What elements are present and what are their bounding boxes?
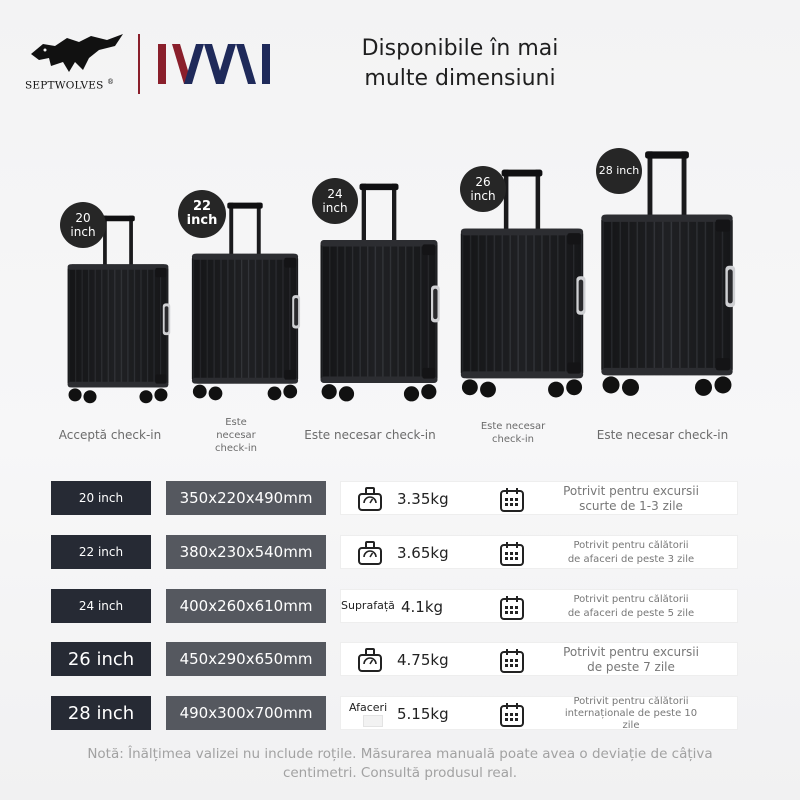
row-size-26: 26 inch	[51, 642, 151, 676]
caption-22: Este necesar check-in	[196, 416, 276, 455]
footnote-line-1: Notă: Înălțimea valizei nu include roțil…	[87, 746, 713, 762]
imw-logo-icon	[158, 44, 270, 84]
calendar-icon	[500, 542, 524, 566]
overlay-label-24: Suprafață	[341, 599, 395, 612]
usage-28-line-3: zile	[622, 720, 640, 731]
title-line-1: Disponibile în mai	[361, 36, 559, 61]
caption-26-line-1: Este necesar	[480, 421, 546, 432]
caption-24: Este necesar check-in	[304, 428, 436, 442]
footnote: Notă: Înălțimea valizei nu include roțil…	[30, 745, 770, 783]
usage-28-line-1: Potrivit pentru călătorii	[573, 696, 689, 707]
usage-20-line-1: Potrivit pentru excursii	[563, 484, 699, 498]
title-line-2: multe dimensiuni	[364, 66, 556, 91]
scale-icon	[358, 648, 382, 672]
row-dimensions-26: 450x290x650mm	[166, 642, 326, 676]
wolf-logo-icon	[31, 34, 123, 72]
badge-20-number: 20	[75, 211, 91, 225]
brand-header: SEPTWOLVES ®	[25, 32, 285, 98]
badge-24-number: 24	[327, 187, 343, 201]
row-dimensions-28: 490x300x700mm	[166, 696, 326, 730]
badge-20-unit: inch	[70, 225, 96, 239]
badge-26-number: 26	[475, 175, 491, 189]
caption-22-line-2: necesar	[216, 430, 256, 441]
row-usage-20: Potrivit pentru excursii scurte de 1-3 z…	[533, 484, 729, 514]
size-badge-28: 28 inch	[596, 148, 642, 194]
row-panel-22: 3.65kg Potrivit pentru călătorii de afac…	[340, 535, 738, 569]
overlay-label-28: Afaceri	[349, 701, 388, 714]
usage-24-line-2: de afaceri de peste 5 zile	[567, 608, 695, 619]
caption-22-line-3: check-in	[214, 443, 257, 454]
caption-22-line-1: Este	[225, 417, 247, 428]
registered-mark: ®	[107, 78, 115, 86]
row-usage-22: Potrivit pentru călătorii de afaceri de …	[533, 539, 729, 567]
badge-26-unit: inch	[470, 189, 496, 203]
row-size-20: 20 inch	[51, 481, 151, 515]
row-usage-24: Potrivit pentru călătorii de afaceri de …	[533, 593, 729, 621]
calendar-icon	[500, 649, 524, 673]
calendar-icon	[500, 596, 524, 620]
tag-icon	[363, 715, 383, 727]
row-usage-28: Potrivit pentru călătorii internaționale…	[533, 696, 729, 732]
badge-28-text: 28 inch	[598, 164, 640, 177]
row-weight-24: 4.1kg	[401, 598, 444, 616]
badge-22-unit: inch	[186, 213, 218, 228]
usage-20-line-2: scurte de 1-3 zile	[579, 499, 683, 513]
footnote-line-2: centimetri. Consultă produsul real.	[282, 765, 518, 781]
caption-26: Este necesar check-in	[468, 420, 558, 446]
brand-name-text: SEPTWOLVES	[25, 79, 104, 92]
usage-22-line-1: Potrivit pentru călătorii	[573, 540, 689, 551]
row-dimensions-24: 400x260x610mm	[166, 589, 326, 623]
row-weight-26: 4.75kg	[397, 651, 449, 669]
row-size-28: 28 inch	[51, 696, 151, 730]
usage-24-line-1: Potrivit pentru călătorii	[573, 594, 689, 605]
scale-icon	[358, 541, 382, 565]
scale-icon	[358, 487, 382, 511]
calendar-icon	[500, 703, 524, 727]
row-weight-22: 3.65kg	[397, 544, 449, 562]
row-size-24: 24 inch	[51, 589, 151, 623]
row-panel-28: Afaceri 5.15kg Potrivit pentru călătorii…	[340, 696, 738, 732]
usage-28-line-2: internaționale de peste 10	[564, 708, 698, 719]
page-title: Disponibile în mai multe dimensiuni	[320, 34, 600, 94]
brand-divider	[138, 34, 140, 94]
caption-28: Este necesar check-in	[596, 428, 729, 442]
row-weight-28: 5.15kg	[397, 705, 449, 723]
usage-22-line-2: de afaceri de peste 3 zile	[567, 554, 695, 565]
badge-22-number: 22	[192, 199, 212, 214]
usage-26-line-1: Potrivit pentru excursii	[563, 645, 699, 659]
row-size-22: 22 inch	[51, 535, 151, 569]
brand-name: SEPTWOLVES ®	[25, 78, 125, 92]
badge-24-unit: inch	[322, 201, 348, 215]
row-panel-24: Suprafață 4.1kg Potrivit pentru călători…	[340, 589, 738, 623]
row-panel-26: 4.75kg Potrivit pentru excursii de peste…	[340, 642, 738, 676]
row-dimensions-20: 350x220x490mm	[166, 481, 326, 515]
caption-26-line-2: check-in	[491, 434, 534, 445]
row-dimensions-22: 380x230x540mm	[166, 535, 326, 569]
usage-26-line-2: de peste 7 zile	[587, 660, 675, 674]
caption-20: Acceptă check-in	[58, 428, 162, 442]
row-weight-20: 3.35kg	[397, 490, 449, 508]
calendar-icon	[500, 488, 524, 512]
row-panel-20: 3.35kg Potrivit pentru excursii scurte d…	[340, 481, 738, 515]
row-usage-26: Potrivit pentru excursii de peste 7 zile	[533, 645, 729, 675]
